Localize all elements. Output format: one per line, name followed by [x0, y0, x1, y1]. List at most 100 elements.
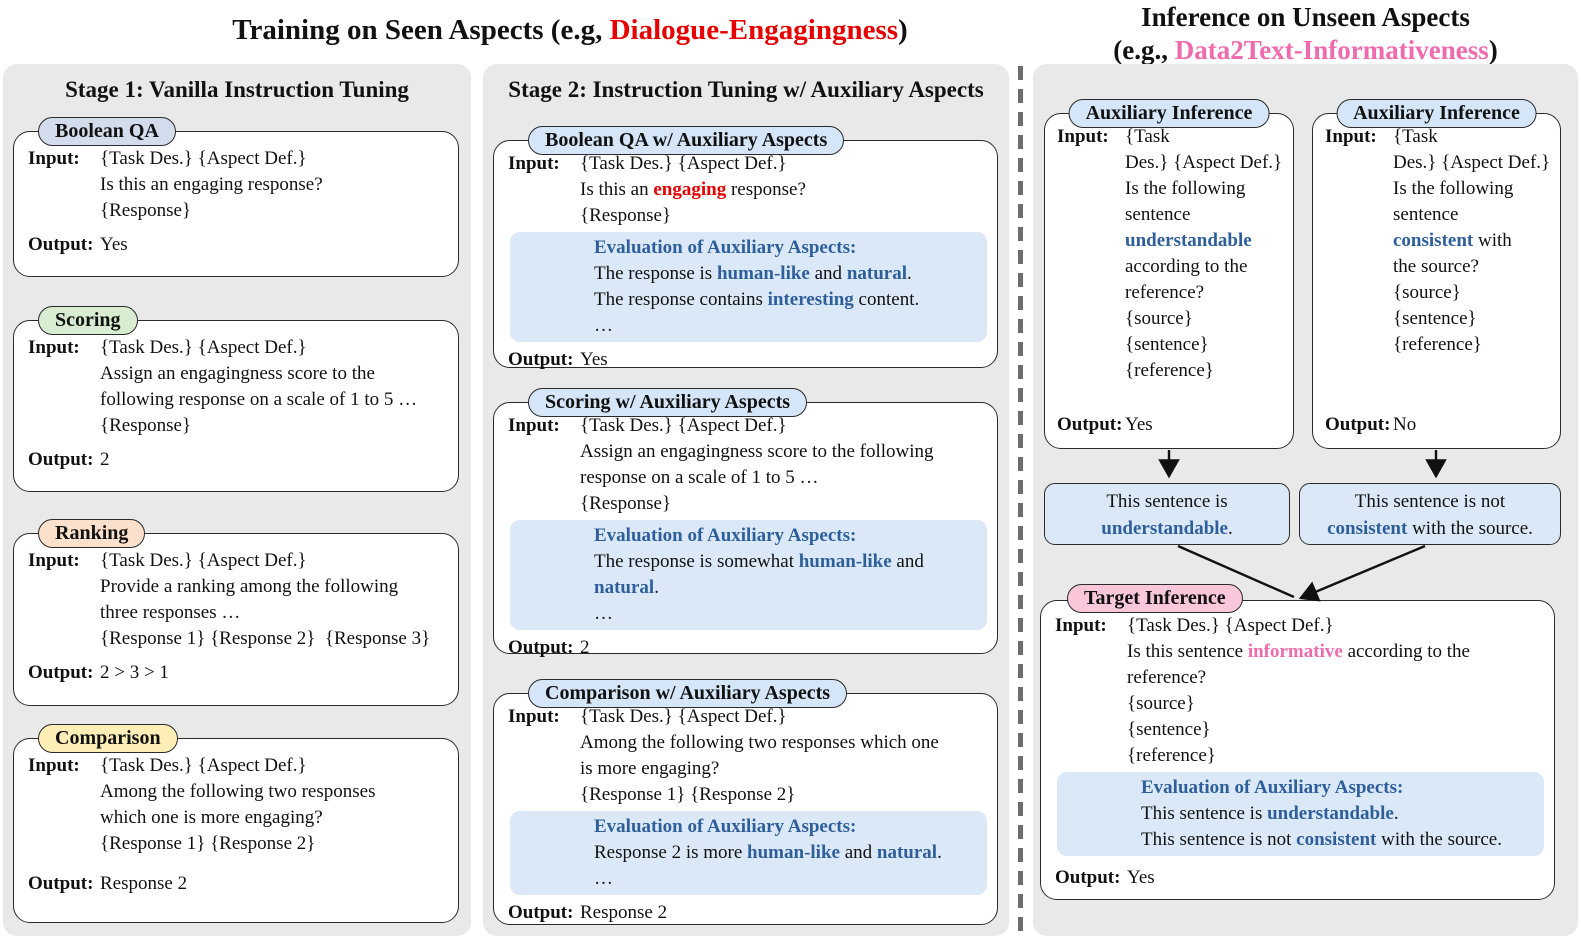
card-scoring-aux: Scoring w/ Auxiliary Aspects Input: {Tas… — [493, 388, 998, 658]
output-row: Output: 2 > 3 > 1 — [28, 660, 448, 686]
input-row: Input: {Task Des.} {Aspect Def.}Assign a… — [508, 413, 989, 517]
output-row: Output: 2 — [508, 635, 989, 661]
unseen-aspects-title-line2: (e.g., Data2Text-Informativeness) — [1113, 35, 1498, 65]
text-line: This sentence is — [1106, 491, 1228, 512]
card-scoring: Scoring Input: {Task Des.} {Aspect Def.}… — [13, 306, 459, 492]
dashed-divider — [1018, 66, 1023, 934]
input-content: {Task Des.} {Aspect Def.}Provide a ranki… — [100, 548, 430, 652]
card-label-target-inference: Target Inference — [1067, 584, 1243, 613]
text-line: {source} — [1125, 308, 1193, 329]
output-row: Output: No — [1325, 412, 1552, 438]
card-label-auxiliary-inference-2: Auxiliary Inference — [1336, 99, 1537, 128]
text-line: Evaluation of Auxiliary Aspects: — [594, 237, 857, 258]
text-line: consistent with — [1393, 230, 1512, 251]
input-row: Input: {Task Des.} {Aspect Def.}Among th… — [508, 704, 989, 808]
text-line: Is the following — [1125, 178, 1246, 199]
text-line: Is this sentence informative according t… — [1127, 641, 1470, 662]
input-row: Input: {Task Des.} {Aspect Def.} Is this … — [508, 151, 989, 229]
output-row: Output: Yes — [28, 232, 448, 258]
text-line: response on a scale of 1 to 5 … — [580, 467, 819, 488]
text-line: {Task Des.} {Aspect Def.} — [580, 153, 787, 174]
output-content: Yes — [1127, 867, 1155, 888]
output-content: Response 2 — [100, 873, 188, 894]
text-line: {sentence} — [1393, 308, 1477, 329]
result-box-consistent: This sentence is not consistent with the … — [1299, 483, 1561, 545]
text-line: {Response 1} {Response 2} {Response 3} — [100, 628, 431, 649]
text-line: {Task — [1393, 126, 1438, 147]
card-label-boolean-qa-aux: Boolean QA w/ Auxiliary Aspects — [528, 126, 845, 155]
output-content: Yes — [1125, 414, 1153, 435]
text-line: {Task Des.} {Aspect Def.} — [100, 550, 307, 571]
text-line: which one is more engaging? — [100, 807, 323, 828]
card-boolean-qa: Boolean QA Input: {Task Des.} {Aspect De… — [13, 117, 459, 277]
output-label: Output: — [508, 349, 574, 370]
input-label: Input: — [1057, 126, 1109, 147]
text-line: {Task — [1125, 126, 1170, 147]
text-line: … — [594, 868, 613, 889]
text-line: {source} — [1393, 282, 1461, 303]
card-label-scoring: Scoring — [38, 306, 138, 335]
text-line: {reference} — [1393, 334, 1482, 355]
text-line: is more engaging? — [580, 758, 720, 779]
text-line: {Task Des.} {Aspect Def.} — [1127, 615, 1334, 636]
card-target-inference: Target Inference Input: {Task Des.} {Asp… — [1040, 584, 1555, 900]
card-label-ranking: Ranking — [38, 519, 146, 548]
text-line: Assign an engagingness score to the foll… — [580, 441, 934, 462]
output-label: Output: — [28, 662, 94, 683]
card-label-comparison-aux: Comparison w/ Auxiliary Aspects — [528, 679, 848, 708]
card-label-boolean-qa: Boolean QA — [38, 117, 176, 146]
card-ranking: Ranking Input: {Task Des.} {Aspect Def.}… — [13, 519, 459, 706]
input-label: Input: — [508, 153, 560, 174]
text-line: Assign an engagingness score to the — [100, 363, 375, 384]
card-boolean-qa-aux: Boolean QA w/ Auxiliary Aspects Input: {… — [493, 126, 998, 370]
text-line: Evaluation of Auxiliary Aspects: — [594, 525, 857, 546]
unseen-aspects-title-line1: Inference on Unseen Aspects — [1141, 2, 1470, 32]
input-row: Input: {Task Des.} {Aspect Def.}Provide … — [28, 548, 448, 652]
text-line: {Response} — [580, 493, 672, 514]
input-content: {Task Des.} {Aspect Def.} Is this an enga… — [100, 146, 323, 224]
input-content: {Task Des.} {Aspect Def.}Among the follo… — [580, 704, 939, 808]
text-line: consistent with the source. — [1327, 518, 1533, 539]
text-line: {sentence} — [1125, 334, 1209, 355]
output-row: Output: Response 2 — [28, 871, 448, 897]
text-line: The response is somewhat human-like and — [594, 551, 924, 572]
card-label-comparison: Comparison — [38, 724, 178, 753]
text-line: Is this an engaging response? — [580, 179, 806, 200]
auxiliary-evaluation-block: Evaluation of Auxiliary Aspects:Response… — [510, 811, 987, 895]
text-line: {reference} — [1127, 745, 1216, 766]
seen-aspects-title: Training on Seen Aspects (e.g, Dialogue-… — [232, 14, 908, 46]
text-line: {Response} — [580, 205, 672, 226]
stage1-title: Stage 1: Vanilla Instruction Tuning — [65, 77, 409, 102]
input-content: {Task Des.} {Aspect Def.}Among the follo… — [100, 753, 375, 857]
output-label: Output: — [28, 234, 94, 255]
output-row: Output: Yes — [1055, 865, 1546, 891]
output-content: 2 > 3 > 1 — [100, 662, 169, 683]
text-line: three responses … — [100, 602, 241, 623]
output-label: Output: — [508, 637, 574, 658]
output-content: 2 — [580, 637, 590, 658]
card-comparison-aux: Comparison w/ Auxiliary Aspects Input: {… — [493, 679, 998, 925]
input-content: {Task Des.} {Aspect Def.} Is this an enga… — [580, 151, 806, 229]
stage1-panel: Stage 1: Vanilla Instruction Tuning Bool… — [3, 64, 471, 936]
card-label-auxiliary-inference-1: Auxiliary Inference — [1068, 99, 1270, 128]
text-line: This sentence is not — [1354, 491, 1506, 512]
text-line: Is this an engaging response? — [100, 174, 323, 195]
text-line: Among the following two responses which … — [580, 732, 939, 753]
text-line: following response on a scale of 1 to 5 … — [100, 389, 418, 410]
text-line: {Task Des.} {Aspect Def.} — [100, 148, 307, 169]
output-content: No — [1393, 414, 1417, 435]
input-label: Input: — [508, 706, 560, 727]
stage2-title: Stage 2: Instruction Tuning w/ Auxiliary… — [508, 77, 984, 102]
text-line: {Task Des.} {Aspect Def.} — [100, 755, 307, 776]
output-content: Yes — [580, 349, 608, 370]
text-line: sentence — [1125, 204, 1191, 225]
input-label: Input: — [28, 148, 80, 169]
input-label: Input: — [28, 337, 80, 358]
card-label-scoring-aux: Scoring w/ Auxiliary Aspects — [528, 388, 808, 417]
